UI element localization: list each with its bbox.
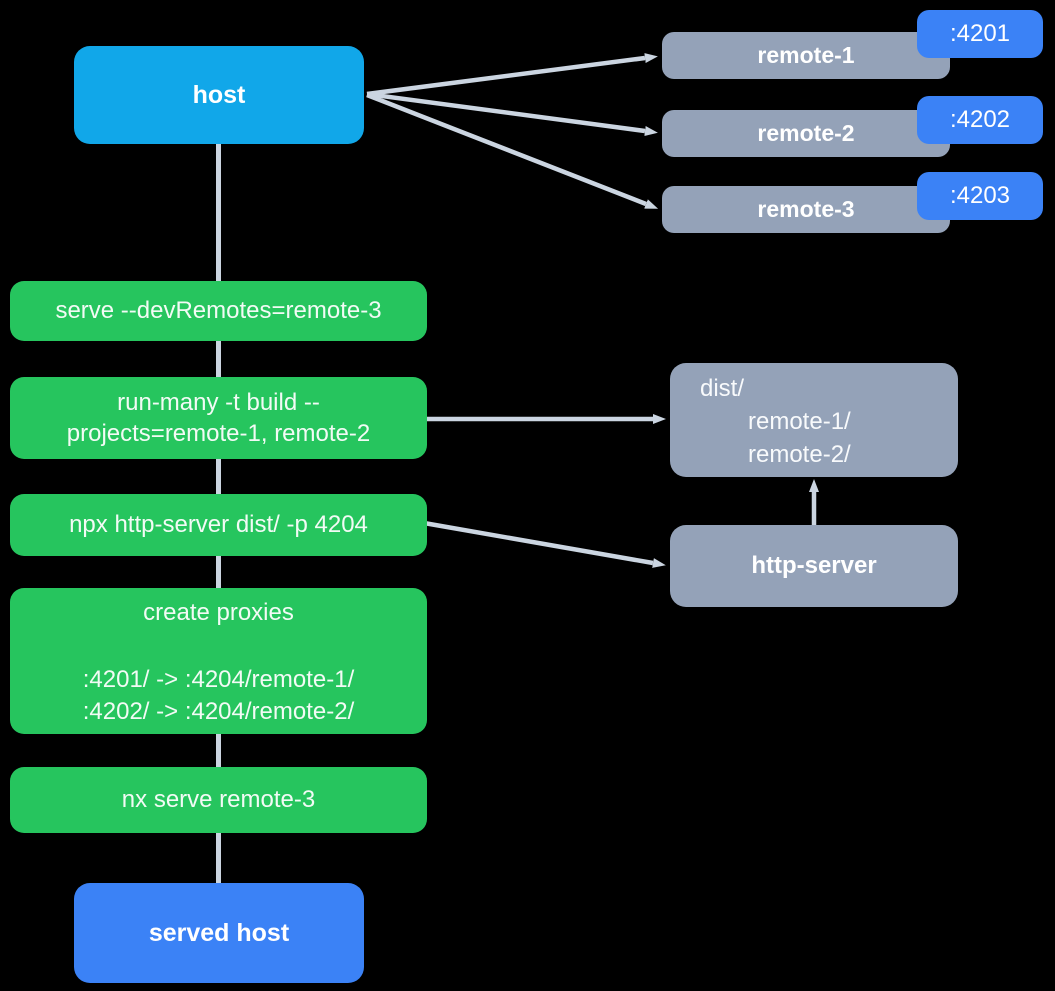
host-node: host <box>74 46 364 144</box>
host-to-remote-3-arrow <box>366 92 659 209</box>
proxy-mapping-4201: :4201/ -> :4204/remote-1/ <box>82 666 355 693</box>
served-host-node: served host <box>74 883 364 983</box>
port-badge-4202: :4202 <box>917 96 1043 144</box>
create-proxies-spacer <box>10 629 427 664</box>
http-server-node: http-server <box>670 525 958 607</box>
remote-3-node: remote-3 <box>662 186 950 233</box>
step-serve-node: serve --devRemotes=remote-3 <box>10 281 427 341</box>
npx-to-http-server-arrow <box>423 520 666 568</box>
step-http-server-command-node: npx http-server dist/ -p 4204 <box>10 494 427 556</box>
host-to-remote-2-arrow <box>366 91 658 136</box>
remote-1-node: remote-1 <box>662 32 950 79</box>
dist-root-label: dist/ <box>700 375 745 402</box>
step-run-many-line-1: run-many -t build -- <box>117 389 320 416</box>
host-to-remote-1-arrow <box>366 53 658 97</box>
dist-remote-1-label: remote-1/ <box>748 408 851 435</box>
dist-folder-node: dist/ remote-1/ remote-2/ <box>670 363 958 477</box>
step-create-proxies-node: create proxies :4201/ -> :4204/remote-1/… <box>10 588 427 734</box>
proxy-mapping-4202: :4202/ -> :4204/remote-2/ <box>82 698 355 725</box>
port-badge-4201: :4201 <box>917 10 1043 58</box>
step-nx-serve-node: nx serve remote-3 <box>10 767 427 833</box>
step-run-many-node: run-many -t build -- projects=remote-1, … <box>10 377 427 459</box>
port-badge-4203: :4203 <box>917 172 1043 220</box>
dist-remote-2-label: remote-2/ <box>748 441 851 468</box>
remote-2-node: remote-2 <box>662 110 950 157</box>
create-proxies-title: create proxies <box>143 599 294 626</box>
step-run-many-line-2: projects=remote-1, remote-2 <box>66 420 371 447</box>
